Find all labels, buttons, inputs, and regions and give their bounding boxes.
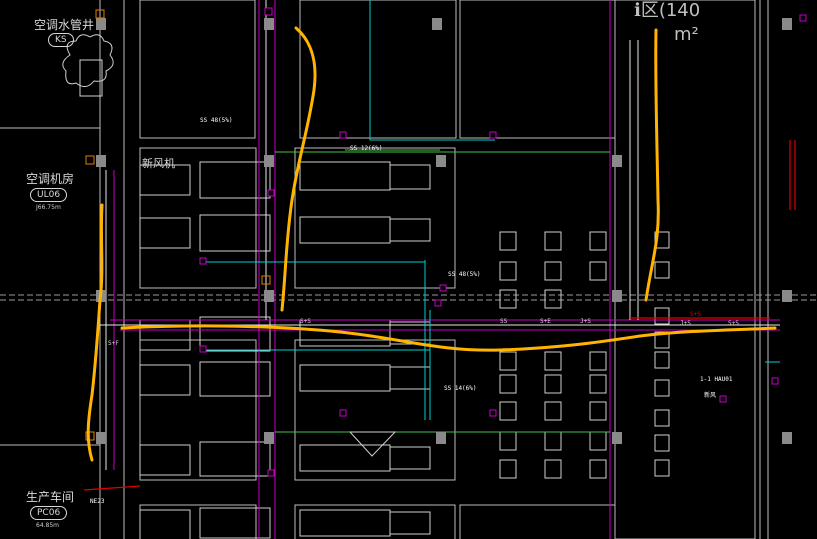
flow-note: SS 14(6%): [444, 385, 477, 392]
annotation-stroke-horizontal: [120, 324, 777, 352]
area-unit-label: m²: [674, 24, 699, 45]
axis-lines: [0, 294, 817, 301]
ac-room-label: 空调机房: [26, 172, 75, 186]
red-pipes: [83, 140, 796, 491]
annotation-stroke-vertical: [280, 26, 317, 312]
pipe-label: SS: [500, 318, 508, 325]
workshop-elevation: 64.85m: [36, 522, 60, 529]
pipe-label: S+E: [540, 318, 551, 325]
zone-area-label: ℹ区(140: [634, 0, 701, 21]
left-code-label: NE23: [90, 498, 105, 505]
cyan-pipes: [205, 0, 780, 420]
pipe-label: S+S: [690, 311, 701, 318]
valve-tags: [199, 7, 807, 477]
flow-note: SS 48(5%): [448, 271, 481, 278]
magenta-pipes: [110, 0, 780, 539]
ac-room-elevation: J66.75m: [36, 204, 61, 211]
flow-note: SS 12(6%): [350, 145, 383, 152]
ac-room-tag: UL06: [30, 188, 68, 202]
pipe-label: J+S: [580, 318, 591, 325]
air-handler-label: 新风机: [142, 157, 175, 170]
water-shaft-tag: KS: [48, 33, 74, 47]
triangle-symbol: [348, 431, 397, 457]
riser-markers: [96, 18, 792, 444]
ahu-sub-label: 新风: [704, 392, 717, 399]
fan-coil-units: [139, 161, 431, 539]
shaft-box: [79, 59, 103, 97]
pipe-label: S+F: [108, 340, 119, 347]
equipment-grid: [499, 231, 670, 479]
ahu-tag-label: 1-1 HAU01: [700, 376, 733, 383]
orange-markers: [85, 9, 271, 441]
cloud-symbol: [62, 34, 114, 87]
annotation-stroke-right: [644, 28, 660, 302]
room-outlines: [0, 0, 769, 539]
pipe-label: J+S: [680, 320, 691, 327]
workshop-tag: PC06: [30, 506, 68, 520]
flow-note: SS 48(5%): [200, 117, 233, 124]
workshop-label: 生产车间: [26, 490, 75, 504]
water-shaft-label: 空调水管井: [34, 18, 95, 32]
annotation-stroke-left: [86, 203, 104, 462]
pipe-label: S+S: [728, 320, 739, 327]
annotation-strokes: [86, 26, 777, 462]
pipe-label: S+S: [300, 318, 311, 325]
